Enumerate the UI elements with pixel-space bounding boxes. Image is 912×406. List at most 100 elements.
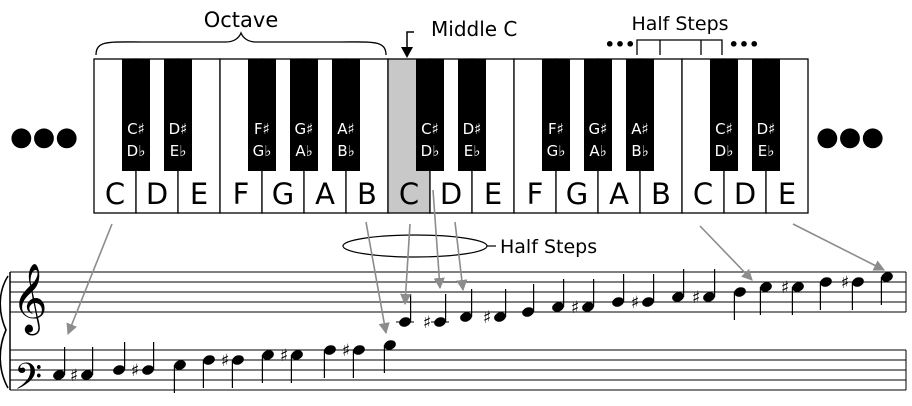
black-key-sharp-label: D♯	[169, 120, 188, 138]
sharp-icon: ♯	[70, 366, 78, 386]
note-f-sharp: ♯	[571, 279, 595, 318]
note-c-sharp: ♯	[423, 294, 449, 333]
notehead	[612, 297, 624, 307]
sharp-icon: ♯	[423, 313, 431, 333]
black-key-flat-label: A♭	[295, 142, 312, 160]
sharp-icon: ♯	[221, 351, 229, 371]
sharp-icon: ♯	[131, 361, 139, 381]
note-d-sharp: ♯	[841, 273, 864, 310]
note-c-sharp: ♯	[781, 278, 804, 315]
white-key-label: C	[399, 177, 419, 211]
half-steps-bracket	[636, 39, 723, 55]
notehead	[399, 317, 411, 327]
white-key-f-10[interactable]: F	[513, 58, 557, 214]
white-key-label: B	[651, 177, 671, 211]
black-key-8[interactable]: G♯A♭	[584, 59, 612, 171]
black-key-sharp-label: G♯	[295, 120, 314, 138]
note-f	[202, 355, 215, 388]
black-key-flat-label: B♭	[337, 142, 354, 160]
white-key-label: G	[272, 177, 294, 211]
black-key-flat-label: D♭	[127, 142, 146, 160]
white-key-label: E	[190, 177, 208, 211]
black-key-sharp-label: A♯	[337, 120, 355, 138]
black-key-sharp-label: F♯	[548, 120, 564, 138]
black-key-flat-label: B♭	[631, 142, 648, 160]
arrow-middle-c	[400, 223, 412, 306]
notehead	[734, 287, 746, 297]
sharp-icon: ♯	[571, 298, 579, 318]
black-key-1[interactable]: D♯E♭	[164, 59, 192, 171]
black-key-sharp-label: C♯	[127, 120, 145, 138]
black-key-flat-label: G♭	[547, 142, 566, 160]
black-key-9[interactable]: A♯ B♭	[626, 59, 654, 171]
middle-c-label: Middle C	[431, 17, 517, 41]
white-key-label: E	[484, 177, 502, 211]
white-key-label: F	[527, 177, 544, 211]
note-b	[383, 340, 396, 373]
white-key-label: G	[566, 177, 588, 211]
note-g-sharp: ♯	[631, 274, 655, 313]
sharp-icon: ♯	[342, 341, 350, 361]
notehead	[434, 317, 446, 327]
black-key-sharp-label: C♯	[715, 120, 733, 138]
sharp-icon: ♯	[483, 308, 491, 328]
notehead	[552, 302, 564, 312]
notehead	[820, 277, 832, 287]
notehead	[262, 350, 274, 360]
notehead	[113, 365, 125, 375]
black-key-4[interactable]: A♯ B♭	[332, 59, 360, 171]
black-key-sharp-label: D♯	[463, 120, 482, 138]
white-key-label: F	[233, 177, 250, 211]
notehead	[384, 340, 396, 350]
notehead	[353, 345, 365, 355]
note-f-sharp: ♯	[221, 351, 244, 388]
black-key-flat-label: E♭	[464, 142, 481, 160]
ellipsis-right: ●●●	[816, 122, 884, 152]
white-key-label: A	[609, 177, 629, 211]
black-key-sharp-label: D♯	[757, 120, 776, 138]
note-a	[323, 345, 336, 378]
arrow-low-b	[365, 221, 390, 335]
black-key-sharp-label: F♯	[254, 120, 270, 138]
note-e	[880, 272, 893, 305]
notehead	[53, 370, 65, 380]
black-key-2[interactable]: F♯G♭	[248, 59, 276, 171]
white-key-label: B	[357, 177, 377, 211]
black-key-sharp-label: C♯	[421, 120, 439, 138]
octave-label: Octave	[204, 8, 279, 32]
ellipsis-small-right: •••	[729, 35, 760, 54]
note-c	[759, 282, 772, 315]
black-key-3[interactable]: G♯ A♭	[290, 59, 318, 171]
black-key-11[interactable]: D♯ E♭	[752, 59, 780, 171]
black-key-5[interactable]: C♯D♭	[416, 59, 444, 171]
notehead	[232, 355, 244, 365]
black-key-7[interactable]: F♯ G♭	[542, 59, 570, 171]
black-key-flat-label: E♭	[758, 142, 775, 160]
black-key-10[interactable]: C♯D♭	[710, 59, 738, 171]
notehead	[582, 302, 594, 312]
notehead	[852, 277, 864, 287]
arrow-middle-c-sharp	[432, 189, 445, 290]
white-key-label: C	[693, 177, 713, 211]
sharp-icon: ♯	[841, 273, 849, 293]
note-g-sharp: ♯	[280, 346, 303, 383]
black-key-0[interactable]: C♯ D♭	[122, 59, 150, 171]
treble-clef-icon: 𝄞	[12, 263, 47, 335]
black-key-flat-label: A♭	[589, 142, 606, 160]
black-key-sharp-label: A♯	[631, 120, 649, 138]
arrow-high-c	[699, 225, 753, 281]
half-steps-ellipse	[342, 234, 488, 258]
sharp-icon: ♯	[692, 288, 700, 308]
notehead	[291, 350, 303, 360]
black-key-6[interactable]: D♯ E♭	[458, 59, 486, 171]
ellipsis-left: ●●●	[10, 122, 78, 152]
arrow-low-c	[66, 223, 113, 336]
notehead	[522, 307, 534, 317]
notehead	[792, 282, 804, 292]
notehead	[494, 312, 506, 322]
notehead	[81, 370, 93, 380]
ellipsis-small-left: •••	[605, 35, 636, 54]
white-key-label: C	[105, 177, 125, 211]
notehead	[672, 292, 684, 302]
